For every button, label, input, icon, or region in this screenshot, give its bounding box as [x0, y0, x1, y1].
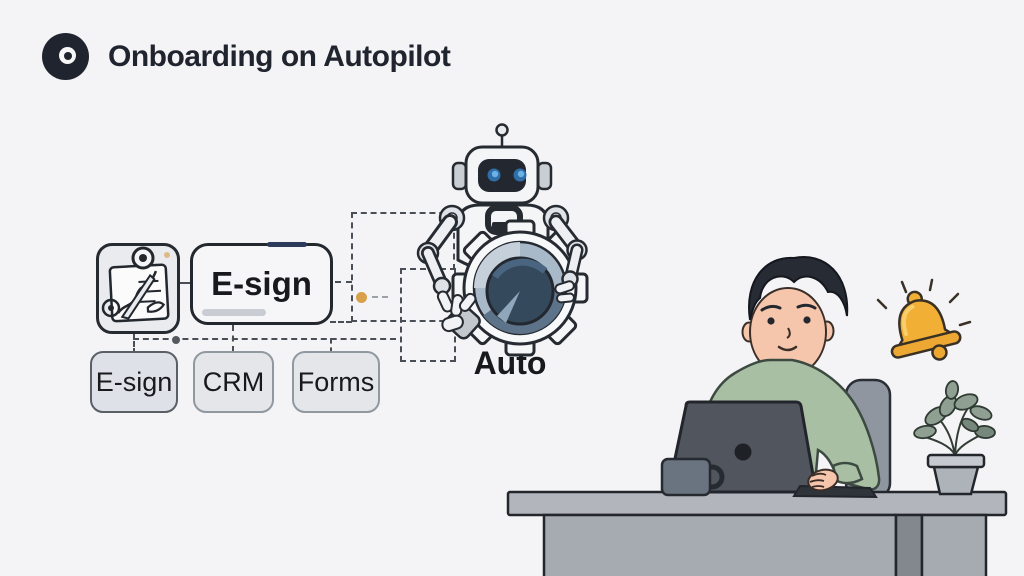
main-integration-box: E-sign	[190, 242, 333, 325]
progress-pill	[202, 309, 266, 316]
person-working-at-desk	[506, 256, 1008, 576]
page-title: Onboarding on Autopilot	[108, 40, 451, 73]
chip-label: CRM	[202, 366, 265, 397]
connector-drop-3	[330, 338, 332, 353]
integration-chip-crm: CRM	[193, 351, 274, 413]
logo-dot	[63, 51, 72, 60]
robot-turning-gear-dial	[416, 123, 589, 357]
accent-dot	[356, 292, 367, 303]
potted-plant-icon	[913, 380, 996, 496]
connector-node-dot	[172, 336, 180, 344]
connector-drop-2	[232, 325, 234, 352]
connector-drop-1	[133, 334, 135, 354]
esign-document-icon	[96, 243, 180, 334]
coffee-mug-icon	[660, 457, 725, 497]
integration-chip-esign: E-sign	[90, 351, 178, 413]
record-target-icon	[42, 33, 89, 80]
chip-label: E-sign	[95, 366, 173, 397]
connector-rect-outer	[351, 212, 455, 322]
gear-dial	[451, 219, 589, 357]
connector-mainbox-right	[335, 281, 352, 283]
navy-accent-bar	[267, 242, 307, 247]
connector-icon-to-mainbox	[180, 282, 191, 284]
connector-bus	[133, 338, 396, 340]
main-integration-label: E-sign	[211, 265, 312, 302]
logo-ring	[59, 47, 76, 64]
esign-document-glyph	[101, 246, 170, 323]
chip-label: Forms	[297, 366, 375, 397]
typing-hand	[807, 461, 864, 492]
connector-fade	[372, 296, 388, 298]
desk	[506, 490, 1008, 576]
connector-stub	[330, 321, 352, 323]
notification-bell-icon	[876, 278, 972, 361]
integration-chip-forms: Forms	[292, 351, 380, 413]
